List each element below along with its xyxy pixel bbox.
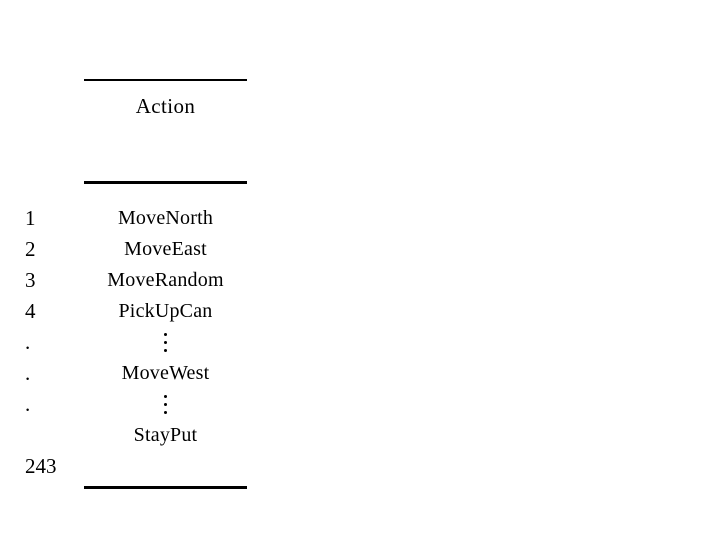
table-cell-index: 3 bbox=[25, 268, 36, 292]
table-rule-bottom bbox=[84, 486, 247, 489]
table-rule-top bbox=[84, 79, 247, 81]
vertical-ellipsis-icon bbox=[84, 389, 247, 420]
column-header-action: Action bbox=[135, 94, 196, 118]
table-action-column: MoveNorth MoveEast MoveRandom PickUpCan … bbox=[84, 203, 247, 451]
table-cell-index: 2 bbox=[25, 237, 36, 261]
table-cell-index: 4 bbox=[25, 299, 36, 323]
table-cell-action: PickUpCan bbox=[118, 300, 213, 322]
table-cell-action: MoveRandom bbox=[107, 269, 224, 291]
table-cell-index: 1 bbox=[25, 206, 36, 230]
table-index-column: 1 2 3 4 . . . 243 bbox=[25, 203, 83, 482]
table-cell-action: StayPut bbox=[133, 424, 198, 446]
table-cell-action: MoveEast bbox=[124, 238, 207, 260]
table-cell-index: . bbox=[25, 361, 31, 385]
table-rule-middle bbox=[84, 181, 247, 184]
table-cell-action: MoveNorth bbox=[117, 207, 214, 229]
table-cell-index: . bbox=[25, 392, 31, 416]
table-cell-action: MoveWest bbox=[121, 362, 210, 384]
table-index-spacer bbox=[25, 420, 83, 451]
table-cell-index: 243 bbox=[25, 454, 57, 478]
table-cell-index: . bbox=[25, 330, 31, 354]
vertical-ellipsis-icon bbox=[84, 327, 247, 358]
